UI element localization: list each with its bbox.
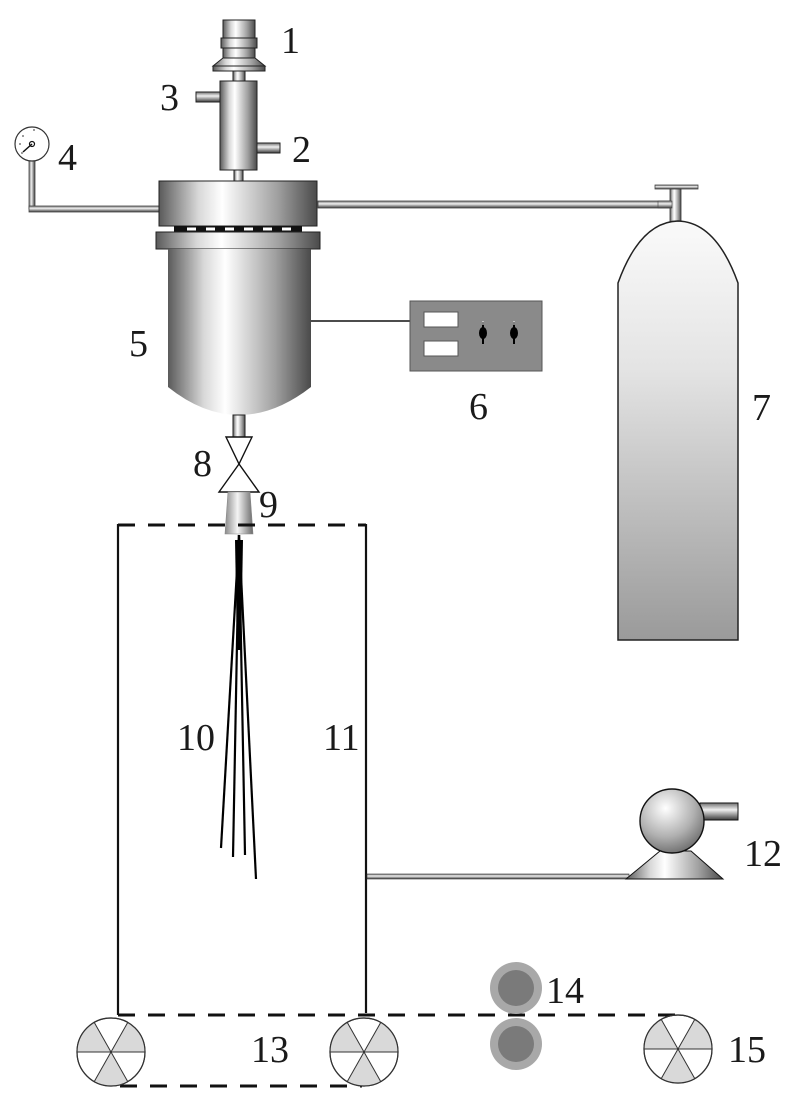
pump bbox=[366, 788, 739, 880]
label-1: 1 bbox=[281, 20, 300, 62]
gas-cylinder bbox=[617, 184, 739, 641]
pressure-gauge bbox=[14, 126, 160, 213]
take-up-roller bbox=[643, 1014, 713, 1084]
nozzle bbox=[224, 491, 254, 535]
label-14: 14 bbox=[546, 970, 584, 1012]
label-3: 3 bbox=[160, 77, 179, 119]
label-8: 8 bbox=[193, 443, 212, 485]
drive-head bbox=[211, 19, 267, 83]
knob-1 bbox=[479, 321, 487, 344]
label-15: 15 bbox=[728, 1029, 766, 1071]
gas-line bbox=[317, 200, 674, 209]
spray-jets bbox=[219, 534, 258, 880]
label-5: 5 bbox=[129, 323, 148, 365]
port-3 bbox=[195, 91, 221, 103]
label-6: 6 bbox=[469, 386, 488, 428]
port-2 bbox=[256, 142, 281, 154]
roller-left bbox=[76, 1017, 146, 1087]
roller-right bbox=[329, 1017, 399, 1087]
chamber bbox=[116, 523, 368, 1015]
label-10: 10 bbox=[177, 717, 215, 759]
display-1 bbox=[423, 311, 459, 328]
label-4: 4 bbox=[58, 137, 77, 179]
label-13: 13 bbox=[251, 1029, 289, 1071]
label-12: 12 bbox=[744, 833, 782, 875]
press-rollers bbox=[490, 962, 542, 1070]
knob-2 bbox=[510, 321, 518, 344]
web-path bbox=[118, 1013, 680, 1088]
label-11: 11 bbox=[323, 717, 360, 759]
label-9: 9 bbox=[259, 484, 278, 526]
label-7: 7 bbox=[752, 387, 771, 429]
vessel bbox=[155, 180, 321, 438]
label-2: 2 bbox=[292, 129, 311, 171]
display-2 bbox=[423, 340, 459, 357]
valve bbox=[217, 436, 261, 493]
control-box bbox=[311, 300, 543, 372]
column-body bbox=[195, 80, 281, 182]
